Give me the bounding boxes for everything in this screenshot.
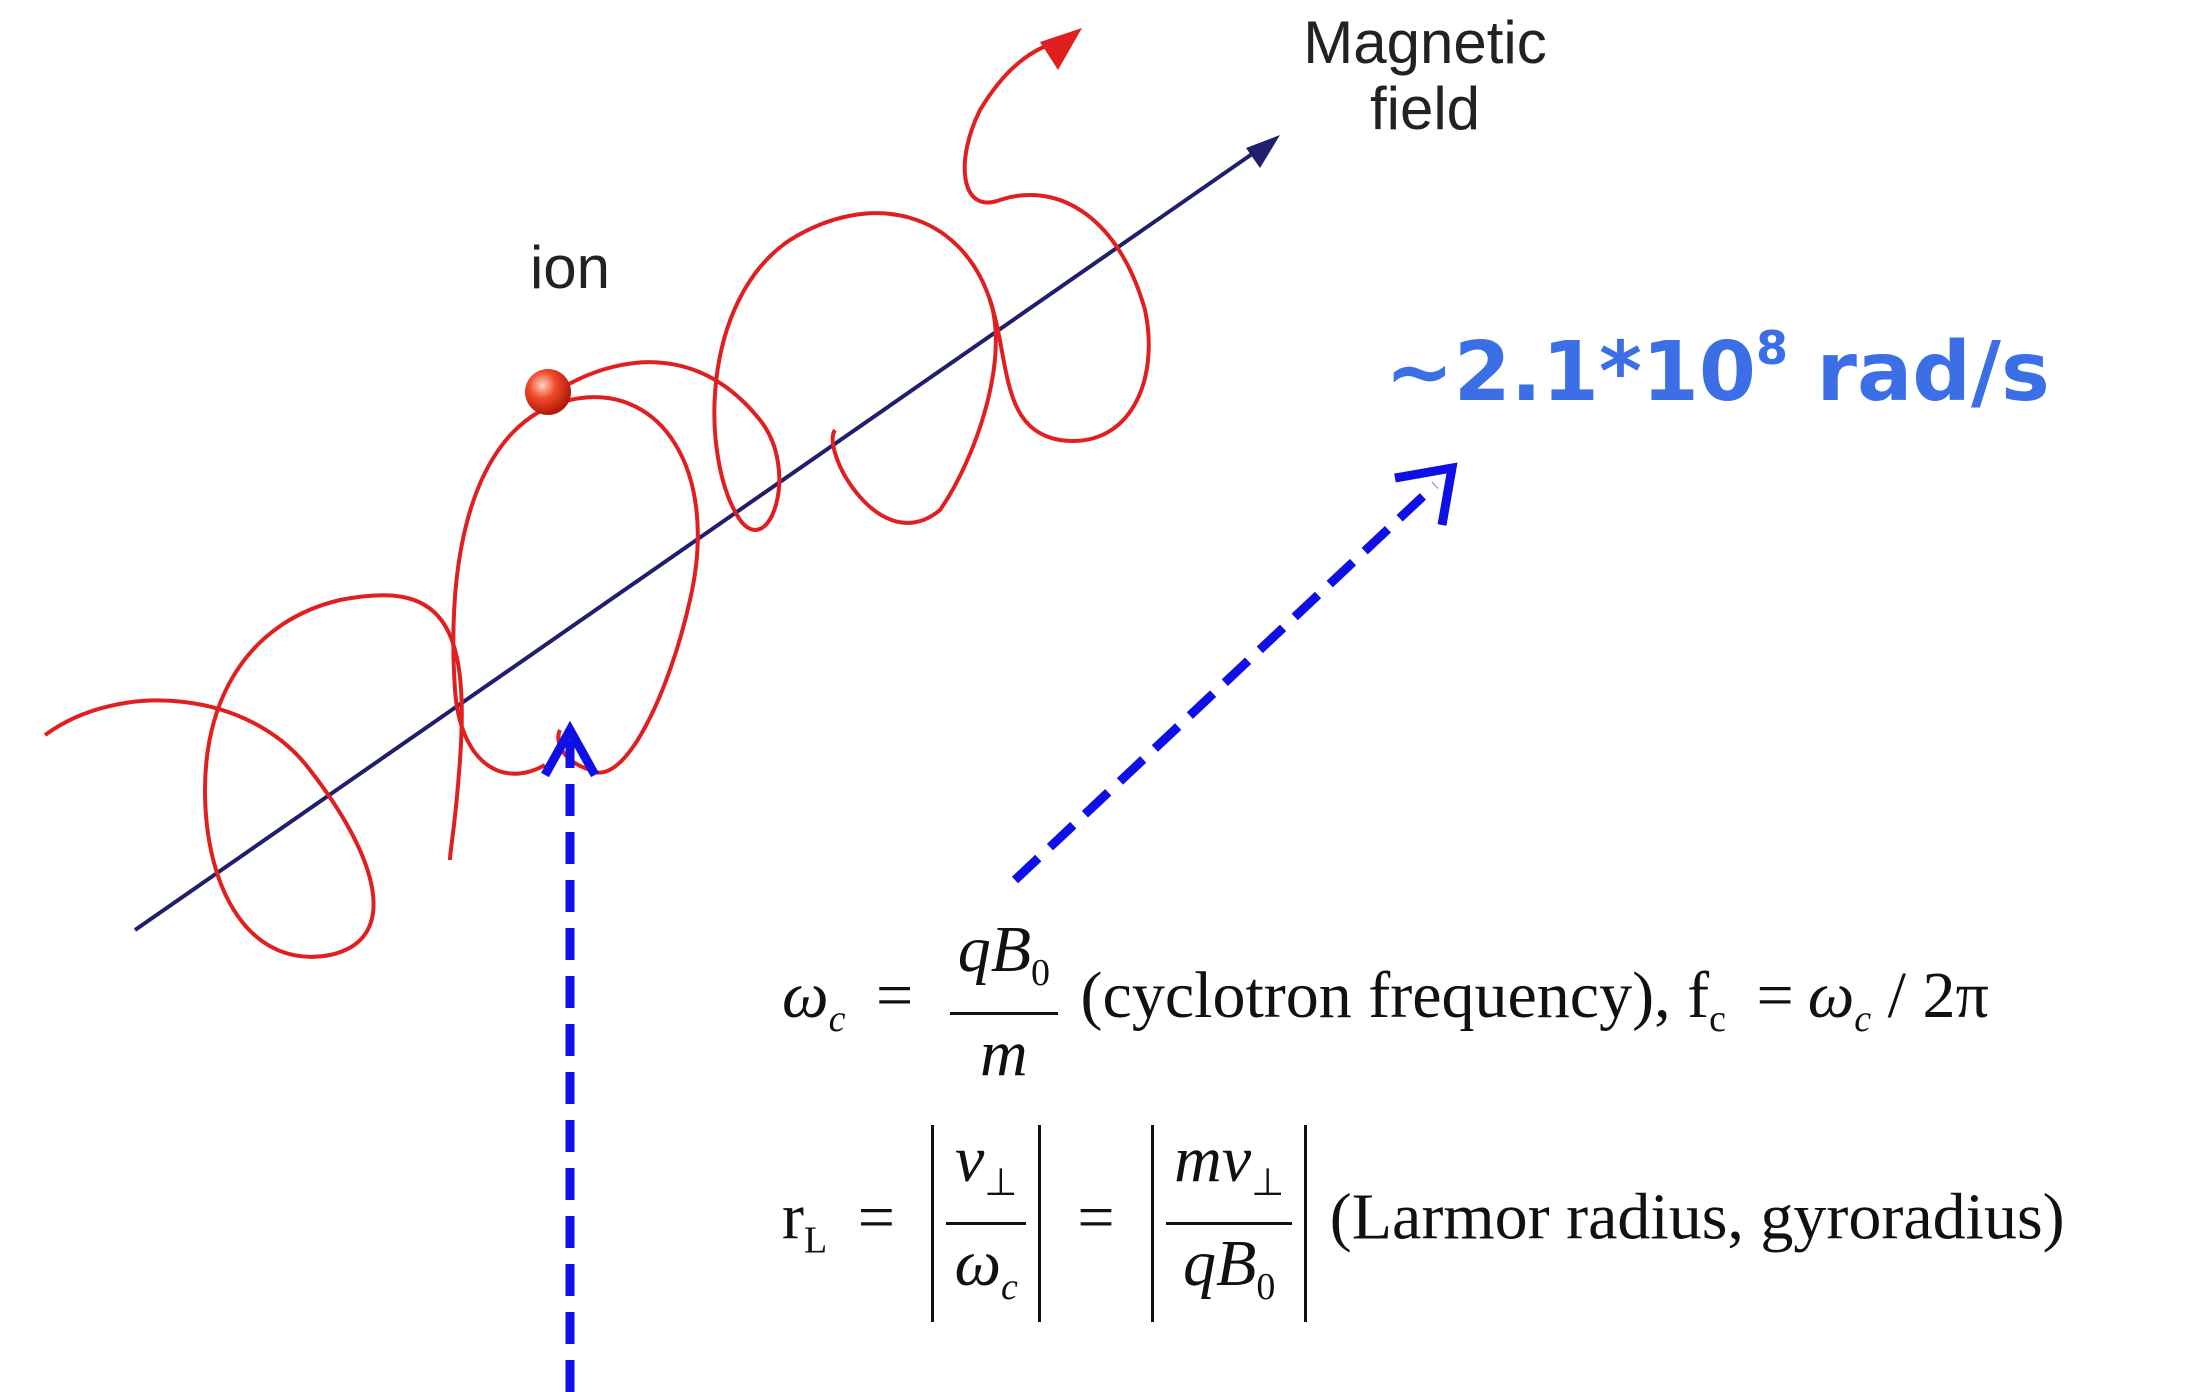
frac2-numerator-subscript: ⊥ [1251,1162,1285,1204]
ion-helix-segment-2 [451,395,700,776]
fc-rhs-omega: ω [1807,959,1855,1033]
frac1-numerator: v [954,1123,985,1196]
larmor-abs-2: mv⊥ qB0 [1151,1123,1308,1322]
value-prefix: ~2.1*10 [1385,325,1756,420]
vertical-arrowhead [541,720,599,778]
frac2-numerator: mv [1174,1123,1252,1196]
frac2-denominator-subscript: 0 [1256,1266,1276,1308]
ion-label: ion [529,234,611,301]
r-subscript: L [803,1219,828,1262]
magnetic-field-label-line1: Magnetic [1303,9,1547,76]
helix-arrowhead [1040,28,1082,70]
ion-particle [525,369,571,415]
larmor-radius-equation: rL = v⊥ ωc = mv⊥ qB0 (Larmor radius, gyr… [782,1125,2065,1322]
diagonal-arrowhead [1394,462,1458,526]
frac1-numerator-subscript: ⊥ [984,1162,1018,1204]
frac1-denominator-subscript: c [1001,1266,1018,1308]
ion-helix-segment-3 [548,211,998,532]
magnetic-field-label-line2: field [1369,75,1481,142]
frac1-denominator: ω [954,1227,1002,1300]
value-exponent: 8 [1755,321,1788,375]
fc-symbol: f [1687,959,1710,1033]
fc-rhs-subscript: c [1854,998,1872,1041]
magnetic-field-arrowhead [1246,135,1280,168]
fraction-numerator-subscript: 0 [1031,952,1051,994]
magnetic-field-label: Magnetic field [1265,10,1585,142]
diagonal-dashed-arrow [1011,481,1439,884]
fraction-denominator: m [980,1017,1028,1090]
cyclotron-frequency-value: ~2.1*108 rad/s [1385,321,2050,420]
cyclotron-fraction: qB0 m [949,913,1059,1090]
omega-subscript: c [828,998,846,1041]
r-symbol: r [782,1180,804,1254]
larmor-fraction-1: v⊥ ωc [946,1123,1026,1322]
cyclotron-frequency-equation: ωc = qB0 m (cyclotron frequency), fc =ωc… [782,915,1989,1089]
frac2-denominator: qB [1183,1227,1257,1300]
fc-subscript: c [1709,998,1726,1041]
fc-rhs-rest: / 2π [1887,959,1989,1033]
larmor-description: (Larmor radius, gyroradius) [1329,1180,2065,1254]
value-unit: rad/s [1787,325,2050,420]
larmor-abs-1: v⊥ ωc [931,1123,1041,1322]
omega-symbol: ω [782,959,829,1033]
equals-sign: = [875,959,914,1033]
magnetic-field-line [133,143,1267,932]
fc-equals: = [1756,959,1794,1033]
larmor-fraction-2: mv⊥ qB0 [1166,1123,1293,1322]
ion-helix-segment-4 [962,36,1151,443]
larmor-equals-1: = [857,1180,895,1254]
ion-helix-trajectory [43,593,464,959]
cyclotron-description: (cyclotron frequency), [1080,959,1671,1033]
fraction-numerator: qB [957,913,1032,986]
larmor-equals-2: = [1077,1180,1115,1254]
